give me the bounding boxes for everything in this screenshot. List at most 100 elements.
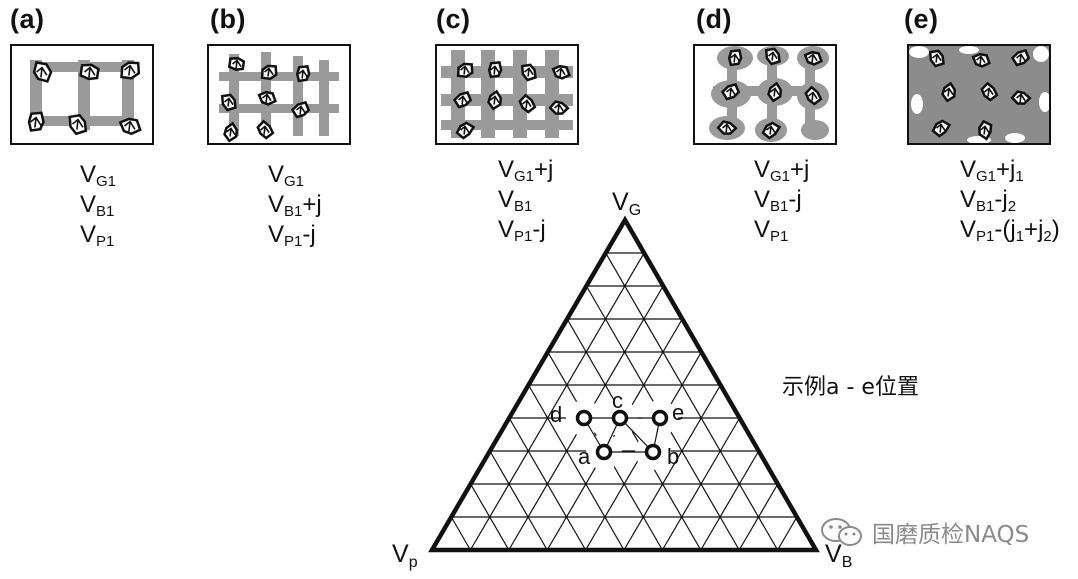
formula-text: +j xyxy=(534,156,554,183)
grain-facet xyxy=(72,118,84,130)
grain-facet xyxy=(30,116,42,128)
vertex-main: V xyxy=(392,540,409,568)
point-label: d xyxy=(550,402,562,427)
formula-subscript: 2 xyxy=(1007,198,1017,215)
grain-facet xyxy=(808,53,818,63)
formula-subscript: P1 xyxy=(96,233,115,250)
formula-line: VB1+j xyxy=(268,190,322,220)
grain-facet xyxy=(770,87,780,97)
formula-text: V xyxy=(80,221,97,248)
formula-subscript: B1 xyxy=(770,198,789,215)
formula-subscript: P1 xyxy=(976,228,995,245)
formula-text: +j xyxy=(1024,216,1044,243)
formula-subscript: G1 xyxy=(284,173,305,190)
grain-facet xyxy=(296,105,306,115)
composition-point-c xyxy=(611,409,629,427)
formula-text: ) xyxy=(1051,216,1060,243)
microstructure-sketch xyxy=(441,50,573,140)
microstructure-sketch xyxy=(909,46,1049,143)
grid-line xyxy=(450,516,471,551)
formula-subscript: 1 xyxy=(1015,228,1025,245)
formula-text: -(j xyxy=(994,216,1016,243)
formula-line: VB1 xyxy=(498,185,553,215)
formula-text: V xyxy=(754,156,771,183)
formula-text: V xyxy=(498,156,515,183)
formula-text: +j xyxy=(790,156,810,183)
point-label: b xyxy=(667,444,679,469)
grain-facet xyxy=(726,87,736,97)
formula-text: V xyxy=(80,191,97,218)
formula-line: VG1+j1 xyxy=(960,155,1060,185)
grain-facet xyxy=(124,120,136,132)
point-label: a xyxy=(578,444,591,469)
watermark: 国磨质检NAQS xyxy=(820,515,1029,549)
formula-text: V xyxy=(268,221,285,248)
formula-line: VB1-j2 xyxy=(960,185,1060,215)
formula-text: V xyxy=(960,216,977,243)
grain-facet xyxy=(1016,93,1026,103)
grain-facet xyxy=(554,103,564,113)
formula-subscript: B1 xyxy=(96,203,115,220)
grain-facet xyxy=(808,91,818,101)
point-label: e xyxy=(672,400,684,425)
formula-subscript: G1 xyxy=(96,173,117,190)
vertex-main: V xyxy=(612,188,629,216)
wechat-icon xyxy=(821,518,862,546)
formula-subscript: B1 xyxy=(976,198,995,215)
formula-text: V xyxy=(754,186,771,213)
formula-subscript: G1 xyxy=(770,168,791,185)
formula-line: VP1-j xyxy=(498,215,553,245)
grain-facet xyxy=(768,51,778,61)
grid-line xyxy=(623,384,722,551)
grain-facet xyxy=(458,95,468,105)
grain-facet xyxy=(224,97,234,107)
formula-line: VG1 xyxy=(80,160,116,190)
formula-text: -j xyxy=(788,186,802,213)
grain-facet xyxy=(36,66,48,78)
grain-facet xyxy=(936,123,946,133)
formula-text: V xyxy=(960,186,977,213)
formula-line: VB1-j xyxy=(754,185,809,215)
grid-line xyxy=(566,318,702,551)
grain-facet xyxy=(490,65,500,75)
grain xyxy=(32,61,53,83)
formula-text: -j xyxy=(532,216,546,243)
formula-line: VP1 xyxy=(754,215,809,245)
point-label: c xyxy=(612,388,623,413)
formula-subscript: G1 xyxy=(976,168,997,185)
grain-facet xyxy=(766,125,776,135)
formula-line: VP1 xyxy=(80,220,116,250)
grain-facet xyxy=(944,87,954,97)
composition-point-b xyxy=(644,443,662,461)
grain-facet xyxy=(1016,53,1026,63)
formula-text: +j xyxy=(302,191,322,218)
grid-line xyxy=(605,252,779,551)
grain-facet xyxy=(490,95,500,105)
vertex-label-g: VG xyxy=(612,188,641,219)
microstructure-box xyxy=(693,44,837,145)
formula-text: V xyxy=(498,186,515,213)
composition-point-a xyxy=(595,443,613,461)
composition-point-e xyxy=(651,409,669,427)
formula-line: VG1 xyxy=(268,160,322,190)
panel-letter: (a) xyxy=(10,4,45,34)
formula-text: V xyxy=(80,161,97,188)
microstructure-sketch xyxy=(709,46,829,142)
formula-subscript: B1 xyxy=(284,203,303,220)
formula-subscript: 2 xyxy=(1043,228,1052,245)
composition-point-d xyxy=(575,409,593,427)
grid-line xyxy=(469,252,645,551)
grain-facet xyxy=(984,87,994,97)
grain-facet xyxy=(932,53,942,63)
grain-facet xyxy=(976,55,986,65)
formula-text: +j xyxy=(996,156,1016,183)
watermark-text: 国磨质检NAQS xyxy=(872,522,1030,548)
formula-subscript: G1 xyxy=(514,168,535,185)
